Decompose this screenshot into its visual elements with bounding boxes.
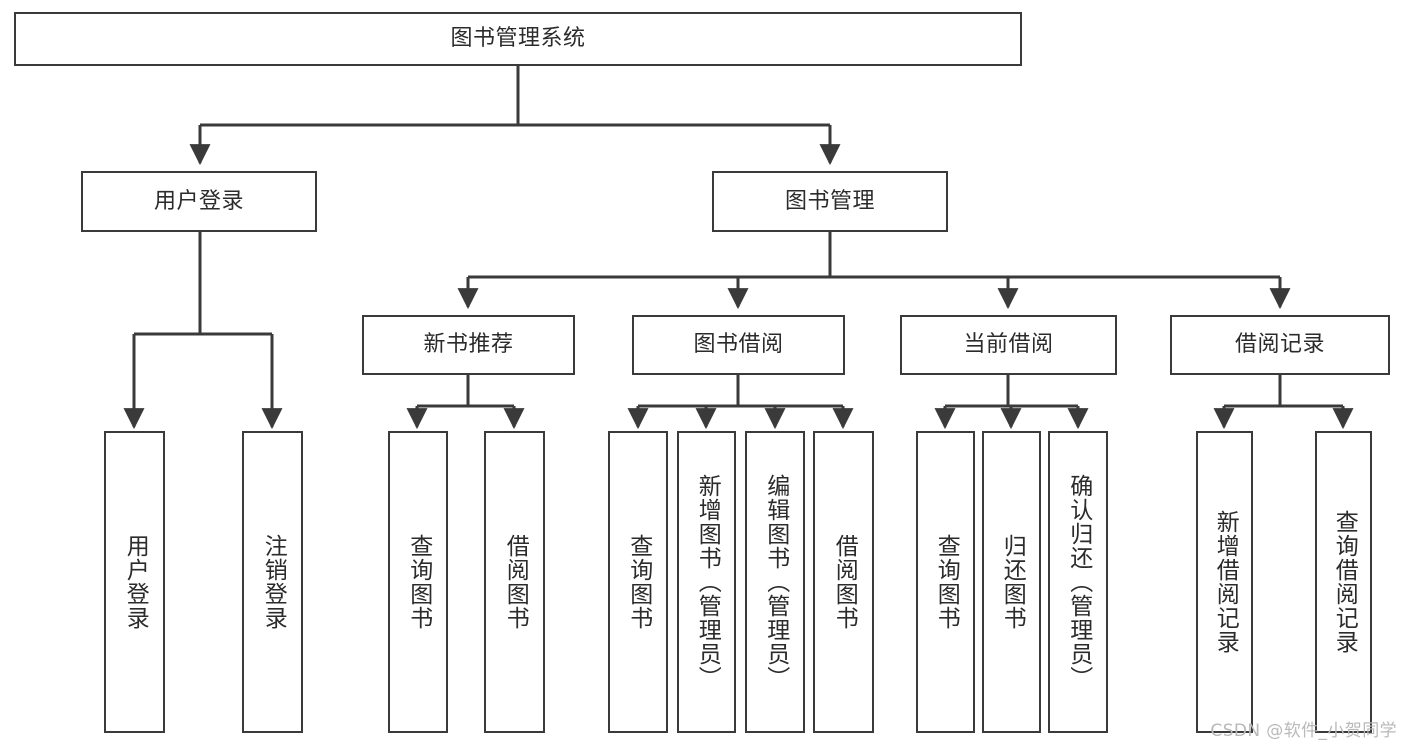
- node-user-login-label: 用户登录: [153, 188, 244, 214]
- leaf-book-borrow-4[interactable]: 借阅图书: [813, 431, 874, 733]
- leaf-book-borrow-3-label: 编辑图书（管理员）: [762, 474, 789, 690]
- node-borrow-record-label: 借阅记录: [1234, 332, 1325, 358]
- leaf-new-book-2[interactable]: 借阅图书: [484, 431, 545, 733]
- leaf-book-borrow-3[interactable]: 编辑图书（管理员）: [745, 431, 805, 733]
- node-new-book-recommend-label: 新书推荐: [423, 332, 514, 358]
- leaf-new-book-2-label: 借阅图书: [502, 534, 529, 630]
- leaf-current-borrow-1-label: 查询图书: [933, 534, 960, 630]
- leaf-borrow-record-2-label: 查询借阅记录: [1331, 510, 1358, 654]
- node-book-management-label: 图书管理: [784, 188, 875, 214]
- leaf-current-borrow-3-label: 确认归还（管理员）: [1065, 474, 1092, 690]
- leaf-user-login-1-label: 用户登录: [122, 534, 149, 630]
- node-book-borrow-label: 图书借阅: [693, 332, 784, 358]
- leaf-borrow-record-1[interactable]: 新增借阅记录: [1196, 431, 1253, 733]
- node-book-borrow[interactable]: 图书借阅: [632, 315, 845, 375]
- node-root[interactable]: 图书管理系统: [14, 12, 1022, 66]
- leaf-current-borrow-3[interactable]: 确认归还（管理员）: [1048, 431, 1108, 733]
- leaf-user-login-2[interactable]: 注销登录: [242, 431, 303, 733]
- leaf-borrow-record-1-label: 新增借阅记录: [1212, 510, 1239, 654]
- leaf-book-borrow-2[interactable]: 新增图书（管理员）: [677, 431, 736, 733]
- leaf-current-borrow-2[interactable]: 归还图书: [982, 431, 1041, 733]
- node-current-borrow[interactable]: 当前借阅: [900, 315, 1117, 375]
- leaf-current-borrow-1[interactable]: 查询图书: [916, 431, 975, 733]
- node-current-borrow-label: 当前借阅: [963, 332, 1054, 358]
- node-user-login[interactable]: 用户登录: [81, 171, 317, 232]
- node-borrow-record[interactable]: 借阅记录: [1170, 315, 1390, 375]
- csdn-watermark: CSDN @软件_小贺同学: [1210, 721, 1397, 741]
- leaf-new-book-1-label: 查询图书: [405, 534, 432, 630]
- leaf-book-borrow-1[interactable]: 查询图书: [608, 431, 668, 733]
- leaf-book-borrow-4-label: 借阅图书: [831, 534, 858, 630]
- leaf-user-login-2-label: 注销登录: [260, 534, 287, 630]
- leaf-borrow-record-2[interactable]: 查询借阅记录: [1315, 431, 1372, 733]
- leaf-book-borrow-2-label: 新增图书（管理员）: [694, 474, 721, 690]
- leaf-current-borrow-2-label: 归还图书: [999, 534, 1026, 630]
- node-book-management[interactable]: 图书管理: [712, 171, 948, 232]
- node-root-label: 图书管理系统: [450, 26, 586, 52]
- leaf-user-login-1[interactable]: 用户登录: [104, 431, 165, 733]
- node-new-book-recommend[interactable]: 新书推荐: [362, 315, 575, 375]
- leaf-new-book-1[interactable]: 查询图书: [388, 431, 448, 733]
- leaf-book-borrow-1-label: 查询图书: [625, 534, 652, 630]
